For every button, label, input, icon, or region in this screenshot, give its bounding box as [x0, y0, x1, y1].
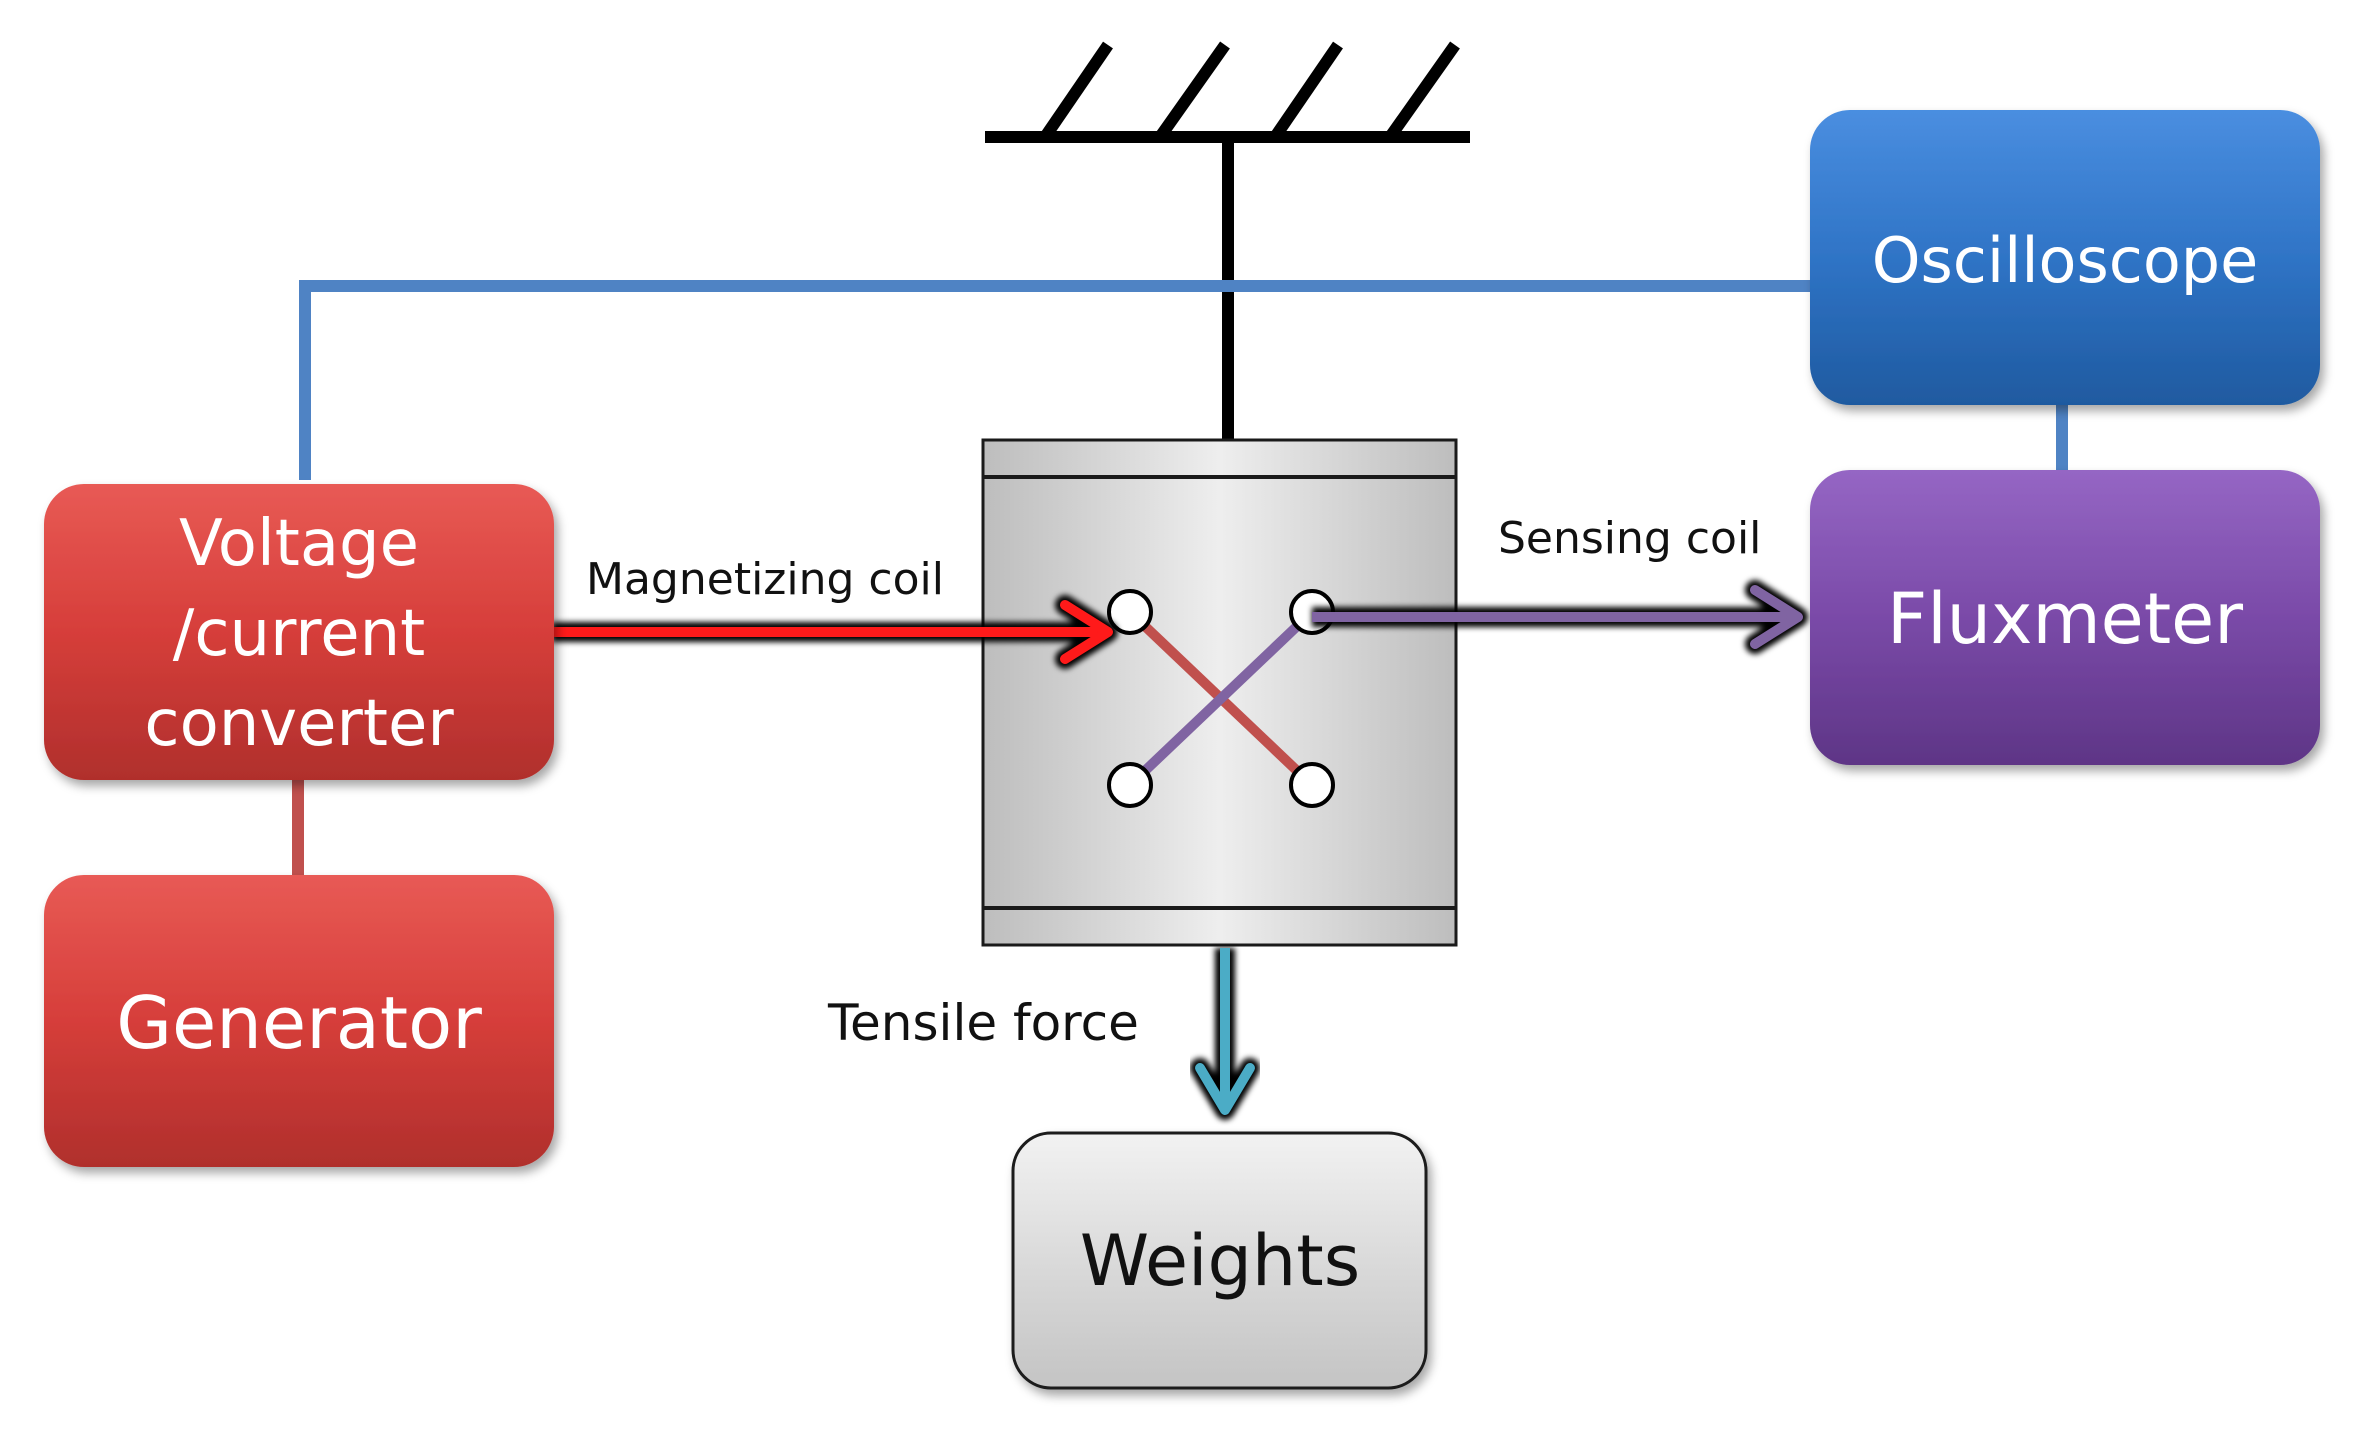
generator-box: Generator	[44, 875, 554, 1167]
magnetizing-coil-label: Magnetizing coil	[586, 554, 944, 605]
tensile-force-label: Tensile force	[827, 994, 1139, 1052]
magnetizing-coil-arrow	[552, 595, 1118, 669]
converter-box: Voltage /current converter	[44, 484, 554, 780]
generator-label: Generator	[116, 981, 482, 1065]
converter-label-line-3: converter	[144, 687, 454, 761]
weights-box: Weights	[1011, 1131, 1428, 1390]
converter-label-line-1: Voltage	[179, 507, 419, 581]
sample-plate	[981, 438, 1458, 947]
tensile-force-arrow	[1190, 948, 1260, 1120]
oscilloscope-label: Oscilloscope	[1872, 224, 2259, 297]
oscilloscope-box: Oscilloscope	[1810, 110, 2320, 405]
coil-terminal-bottom-left-icon	[1107, 762, 1153, 808]
sensing-coil-arrow	[1312, 580, 1808, 654]
ceiling-support-icon	[985, 41, 1470, 440]
signal-line-converter-oscilloscope	[299, 280, 1810, 480]
sensing-coil-label: Sensing coil	[1498, 513, 1761, 564]
converter-label-line-2: /current	[173, 597, 425, 671]
fluxmeter-label: Fluxmeter	[1887, 578, 2243, 660]
coil-terminal-top-left-icon	[1107, 589, 1153, 635]
coil-terminal-bottom-right-icon	[1289, 762, 1335, 808]
fluxmeter-box: Fluxmeter	[1810, 470, 2320, 765]
weights-label: Weights	[1080, 1220, 1360, 1302]
